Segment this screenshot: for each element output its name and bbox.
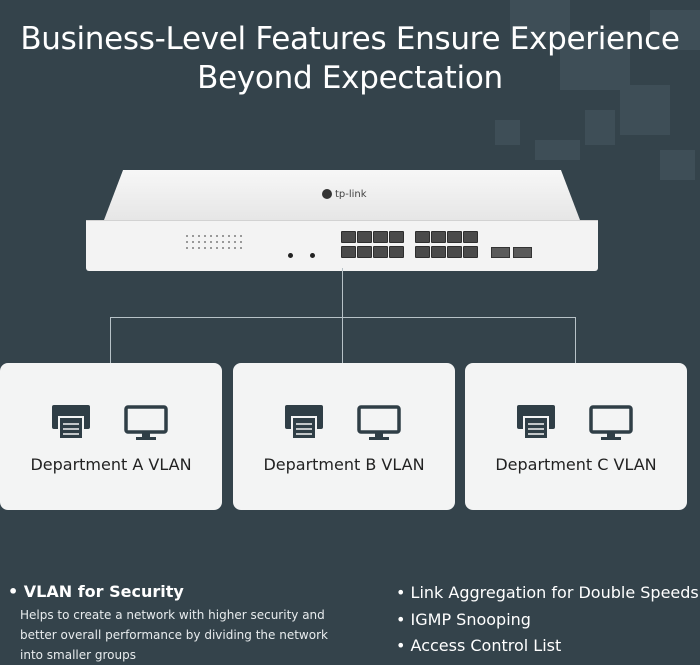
feature-item-igmp-snooping: • IGMP Snooping [396,609,531,629]
port-icon [415,231,430,243]
port-icon [341,246,356,258]
port-icon [415,246,430,258]
printer-icon [517,405,555,440]
led-row [186,247,244,249]
department-card-a: Department A VLAN [0,363,222,510]
feature-heading: • VLAN for Security [8,582,184,601]
feature-description: Helps to create a network with higher se… [20,608,328,662]
port-icon [357,231,372,243]
port-icon [357,246,372,258]
page-title: Business-Level Features Ensure Experienc… [0,20,700,98]
bus-line [110,317,576,318]
port-icon [431,231,446,243]
department-label: Department A VLAN [30,455,192,474]
port-icon [447,231,462,243]
tp-link-logo-icon [322,189,332,199]
department-card-c: Department C VLAN [465,363,687,510]
port-icon [463,231,478,243]
monitor-icon [124,405,168,440]
port-icon [389,231,404,243]
feature-vlan-security: • VLAN for Security Helps to create a ne… [8,582,348,665]
printer-icon [52,405,90,440]
port-icon [389,246,404,258]
port-icon [341,231,356,243]
monitor-icon [357,405,401,440]
feature-item-acl: • Access Control List [396,636,562,655]
led-row [186,241,244,243]
feature-item-link-aggregation: • Link Aggregation for Double Speeds [396,583,699,602]
department-card-b: Department B VLAN [233,363,455,510]
sfp-port-icon [491,247,510,258]
branch-line-b [342,317,343,363]
feature-list: • Link Aggregation for Double Speeds • I… [396,580,699,660]
switch-top-panel: tp-link [104,170,580,220]
port-icon [431,246,446,258]
title-line-2: Beyond Expectation [197,60,503,96]
brand-logo: tp-link [322,189,367,200]
port-icon [447,246,462,258]
reset-button-icon [288,253,293,258]
department-label: Department B VLAN [263,455,425,474]
monitor-icon [589,405,633,440]
mode-button-icon [310,253,315,258]
trunk-line [342,268,343,318]
led-row [186,235,244,237]
network-switch-image: tp-link [86,170,598,271]
port-icon [463,246,478,258]
title-line-1: Business-Level Features Ensure Experienc… [20,21,680,57]
port-icon [373,246,388,258]
port-icon [373,231,388,243]
sfp-port-icon [513,247,532,258]
switch-front-panel [86,220,598,271]
branch-line-c [575,317,576,363]
department-label: Department C VLAN [495,455,657,474]
branch-line-a [110,317,111,363]
brand-name: tp-link [335,189,367,200]
printer-icon [285,405,323,440]
